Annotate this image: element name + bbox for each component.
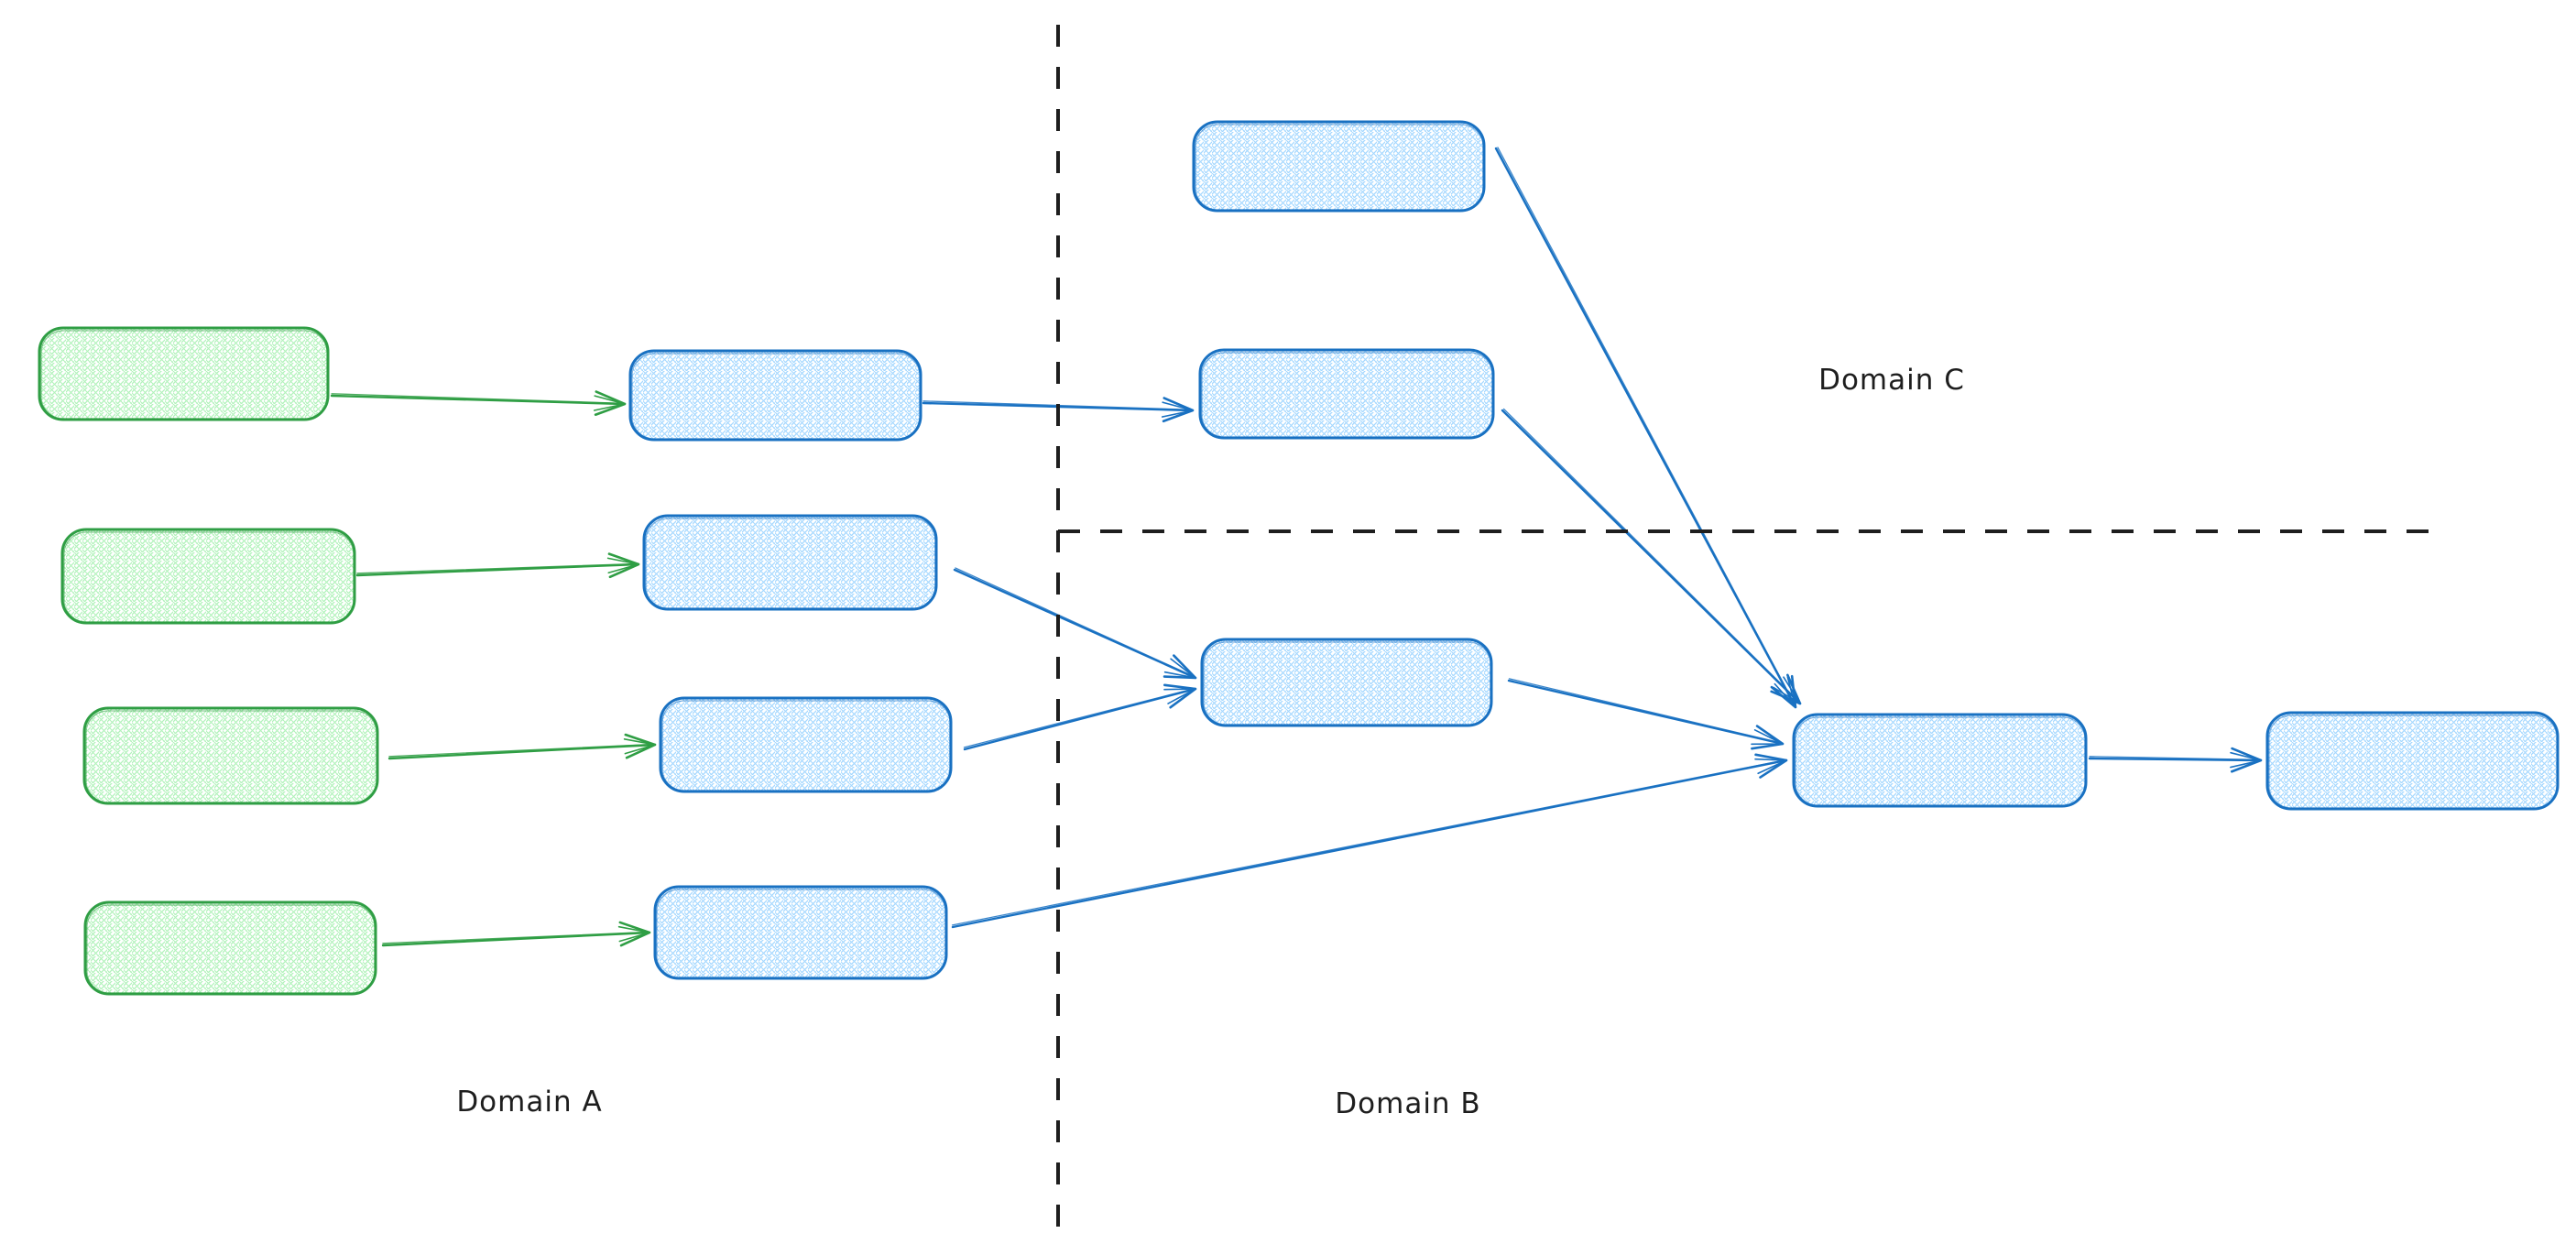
- arrow-a1-b1[interactable]: [330, 390, 627, 417]
- arrow-c2-d1[interactable]: [1501, 408, 1802, 705]
- arrow-a3-b3[interactable]: [387, 733, 657, 760]
- arrow-a4-b4[interactable]: [381, 921, 651, 947]
- label-domain-a[interactable]: Domain A: [456, 1086, 602, 1119]
- arrow-b4-d1[interactable]: [951, 753, 1788, 929]
- node-a4[interactable]: [83, 900, 377, 996]
- label-domain-c[interactable]: Domain C: [1818, 364, 1965, 397]
- node-b3[interactable]: [659, 696, 953, 793]
- node-c3[interactable]: [1200, 638, 1493, 727]
- arrow-b3-c3[interactable]: [963, 683, 1197, 751]
- node-a3[interactable]: [82, 706, 379, 805]
- label-domain-b[interactable]: Domain B: [1335, 1087, 1480, 1120]
- node-b1[interactable]: [628, 349, 922, 442]
- node-a2[interactable]: [60, 528, 356, 625]
- arrow-a2-b2[interactable]: [355, 552, 640, 579]
- node-c2[interactable]: [1198, 348, 1495, 440]
- node-b2[interactable]: [642, 514, 938, 611]
- arrow-d1-e1[interactable]: [2088, 747, 2263, 773]
- node-c1[interactable]: [1192, 120, 1486, 213]
- node-e1[interactable]: [2265, 711, 2560, 811]
- node-a1[interactable]: [38, 326, 330, 421]
- arrow-b2-c3[interactable]: [953, 567, 1197, 680]
- arrow-c3-d1[interactable]: [1507, 678, 1785, 750]
- node-b4[interactable]: [653, 885, 948, 980]
- node-d1[interactable]: [1792, 713, 2088, 808]
- arrow-c1-d1[interactable]: [1494, 147, 1797, 709]
